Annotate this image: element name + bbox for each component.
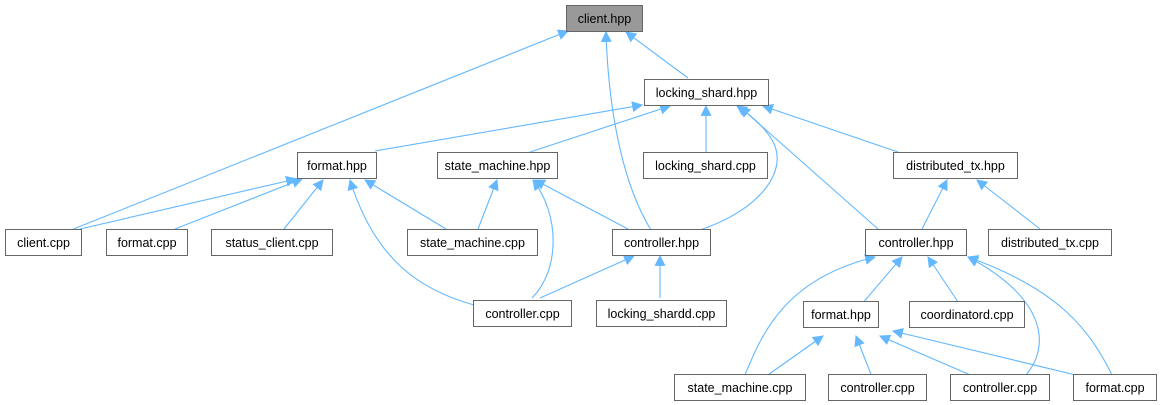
node-controller-hpp[interactable]: controller.hpp	[612, 229, 711, 256]
edge-controller-cpp-to-controller-hpp-right	[967, 256, 1040, 378]
node-client-cpp[interactable]: client.cpp	[5, 229, 82, 256]
edge-controller-hpp-to-state-machine-hpp	[534, 179, 629, 230]
node-locking-shard-hpp[interactable]: locking_shard.hpp	[644, 79, 769, 106]
edge-client-cpp-to-client-hpp	[70, 29, 570, 231]
node-state-machine-hpp[interactable]: state_machine.hpp	[437, 152, 558, 179]
edge-format-cpp-to-format-hpp	[174, 177, 304, 230]
node-state-machine-cpp[interactable]: state_machine.cpp	[407, 229, 538, 256]
node-status-client-cpp[interactable]: status_client.cpp	[211, 229, 333, 256]
node-format-hpp[interactable]: format.hpp	[297, 152, 377, 179]
edge-state-machine-cpp-to-state-machine-hpp	[477, 178, 499, 230]
node-controller-cpp[interactable]: controller.cpp	[473, 300, 572, 327]
edge-locking-shard-hpp-to-client-hpp	[625, 31, 689, 79]
edge-coordinatord-cpp-to-controller-hpp	[927, 256, 959, 303]
edge-controller-cpp-to-state-machine-hpp	[531, 179, 554, 299]
edge-format-cpp-to-format-hpp-right	[891, 327, 1085, 378]
edge-format-cpp-to-controller-hpp-right	[966, 255, 1114, 378]
edge-client-cpp-to-format-hpp	[79, 175, 298, 230]
edge-controller-cpp-3-to-format-hpp-right	[878, 334, 976, 378]
node-controller-cpp-2[interactable]: controller.cpp	[828, 374, 927, 401]
edge-controller-hpp-right-to-locking-shard-hpp	[739, 106, 879, 230]
node-coordinatord-cpp[interactable]: coordinatord.cpp	[909, 301, 1025, 328]
edge-controller-cpp-to-controller-hpp	[539, 255, 636, 299]
edge-format-hpp-to-controller-hpp	[860, 256, 903, 306]
edge-state-machine-cpp-to-format-hpp	[364, 179, 447, 230]
edge-format-hpp-to-locking-shard-hpp	[374, 101, 644, 152]
node-distributed-tx-hpp[interactable]: distributed_tx.hpp	[893, 152, 1018, 179]
edge-status-client-cpp-to-format-hpp	[283, 179, 324, 230]
edge-controller-cpp-to-format-hpp-right	[854, 334, 873, 378]
node-client-hpp[interactable]: client.hpp	[566, 5, 643, 32]
edge-distributed-tx-hpp-to-locking-shard-hpp	[761, 103, 899, 153]
node-format-cpp[interactable]: format.cpp	[106, 229, 188, 256]
edge-controller-hpp-to-distributed-tx-hpp	[921, 179, 948, 230]
edge-distributed-tx-cpp-to-distributed-tx-hpp	[976, 179, 1041, 230]
edge-state-machine-cpp-to-format-hpp-right	[764, 335, 824, 378]
edge-controller-cpp-to-format-hpp	[347, 178, 475, 306]
node-format-hpp-2[interactable]: format.hpp	[803, 301, 879, 328]
node-format-cpp-2[interactable]: format.cpp	[1073, 374, 1157, 401]
node-distributed-tx-cpp[interactable]: distributed_tx.cpp	[988, 229, 1112, 256]
edge-state-machine-cpp-to-controller-hpp	[743, 253, 877, 378]
node-state-machine-cpp-2[interactable]: state_machine.cpp	[674, 374, 806, 401]
node-locking-shardd-cpp[interactable]: locking_shardd.cpp	[596, 300, 727, 327]
node-locking-shard-cpp[interactable]: locking_shard.cpp	[643, 152, 768, 179]
node-controller-hpp-2[interactable]: controller.hpp	[865, 229, 967, 256]
node-controller-cpp-3[interactable]: controller.cpp	[950, 374, 1050, 401]
edge-state-machine-hpp-to-locking-shard-hpp	[529, 103, 672, 153]
edge-controller-hpp-to-client-hpp	[600, 30, 652, 231]
